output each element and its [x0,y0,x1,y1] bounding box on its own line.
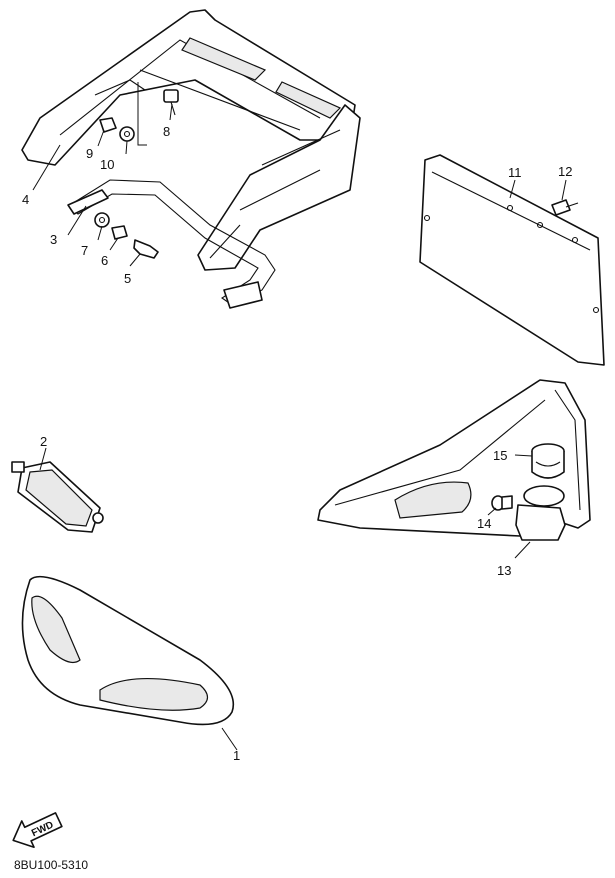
callout-3: 3 [50,232,57,247]
hardware-upper [99,89,179,142]
part-14-bulb [491,495,513,511]
callout-13: 13 [497,563,511,578]
part-13-tail-light [317,379,591,541]
callout-1: 1 [233,748,240,763]
part-2-reflector [11,461,104,533]
hardware-lower [94,212,159,259]
part-3-grab-bar [67,179,276,309]
callout-14: 14 [477,516,491,531]
callout-15: 15 [493,448,507,463]
part-15-socket [531,443,565,479]
fwd-arrow-icon: FWD [12,812,63,849]
bolt-8-head [163,89,179,103]
callout-12: 12 [558,164,572,179]
washer-10 [119,126,135,142]
callout-4: 4 [22,192,29,207]
callout-2: 2 [40,434,47,449]
part-11-plate-bracket [419,154,605,366]
callout-labels: 1 2 3 4 5 6 7 8 9 10 11 12 13 14 15 [22,124,572,763]
callout-11: 11 [508,165,522,180]
part-1-fender-cover [21,575,234,726]
drawing-code: 8BU100-5310 [14,858,88,872]
callout-8: 8 [163,124,170,139]
part-4-rear-carrier [21,9,361,271]
callout-7: 7 [81,243,88,258]
washer-7 [94,212,110,228]
nut-6 [111,225,128,240]
leader-lines [32,82,567,751]
reflector-tab-left [11,461,25,473]
callout-6: 6 [101,253,108,268]
callout-9: 9 [86,146,93,161]
bolt-5 [133,239,159,259]
reflector-tab-right [92,512,104,524]
part-12-screw [551,199,579,216]
callout-10: 10 [100,157,114,172]
nut-9 [99,117,117,133]
callout-5: 5 [124,271,131,286]
